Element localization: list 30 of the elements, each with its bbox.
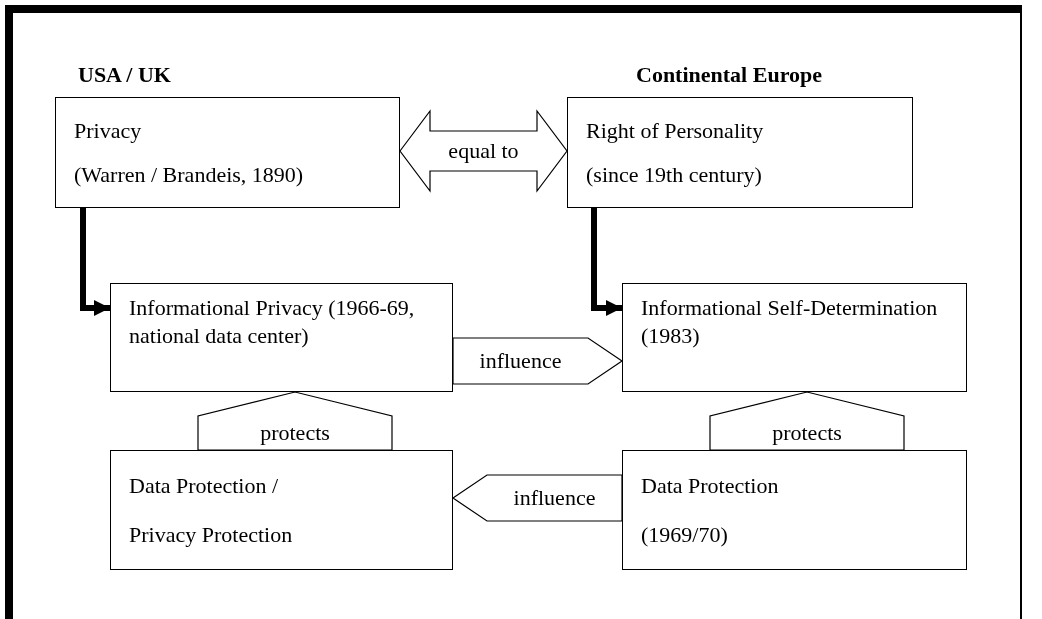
block-arrow <box>197 391 393 451</box>
column-heading: USA / UK <box>78 62 171 88</box>
box-text: (since 19th century) <box>586 161 763 189</box>
block-arrow <box>451 474 623 522</box>
text-box <box>622 283 967 392</box>
block-arrow <box>452 337 624 385</box>
text-box <box>55 97 400 208</box>
text-box <box>622 450 967 570</box>
block-arrow <box>399 109 568 193</box>
box-text: (Warren / Brandeis, 1890) <box>74 161 305 189</box>
edge-label: influence <box>479 348 562 374</box>
text-box <box>567 97 913 208</box>
box-text: Privacy <box>74 116 143 144</box>
box-text: Privacy Protection <box>129 520 294 549</box>
box-text: (1969/70) <box>641 520 729 549</box>
box-text: Right of Personality <box>586 116 765 144</box>
edge-label: equal to <box>448 138 519 164</box>
block-arrow <box>709 391 905 451</box>
arrow <box>80 208 110 316</box>
edge-label: protects <box>260 420 330 446</box>
edge-label: protects <box>772 420 842 446</box>
column-heading: Continental Europe <box>636 62 822 88</box>
box-text: Informational Privacy (1966-69, national data center) <box>129 294 416 349</box>
box-text: Informational Self-Determination (1983) <box>641 294 939 349</box>
box-text: Data Protection <box>641 471 780 500</box>
text-box <box>110 283 453 392</box>
arrow <box>591 208 622 316</box>
edge-label: influence <box>513 485 596 511</box>
text-box <box>110 450 453 570</box>
box-text: Data Protection / <box>129 471 280 500</box>
